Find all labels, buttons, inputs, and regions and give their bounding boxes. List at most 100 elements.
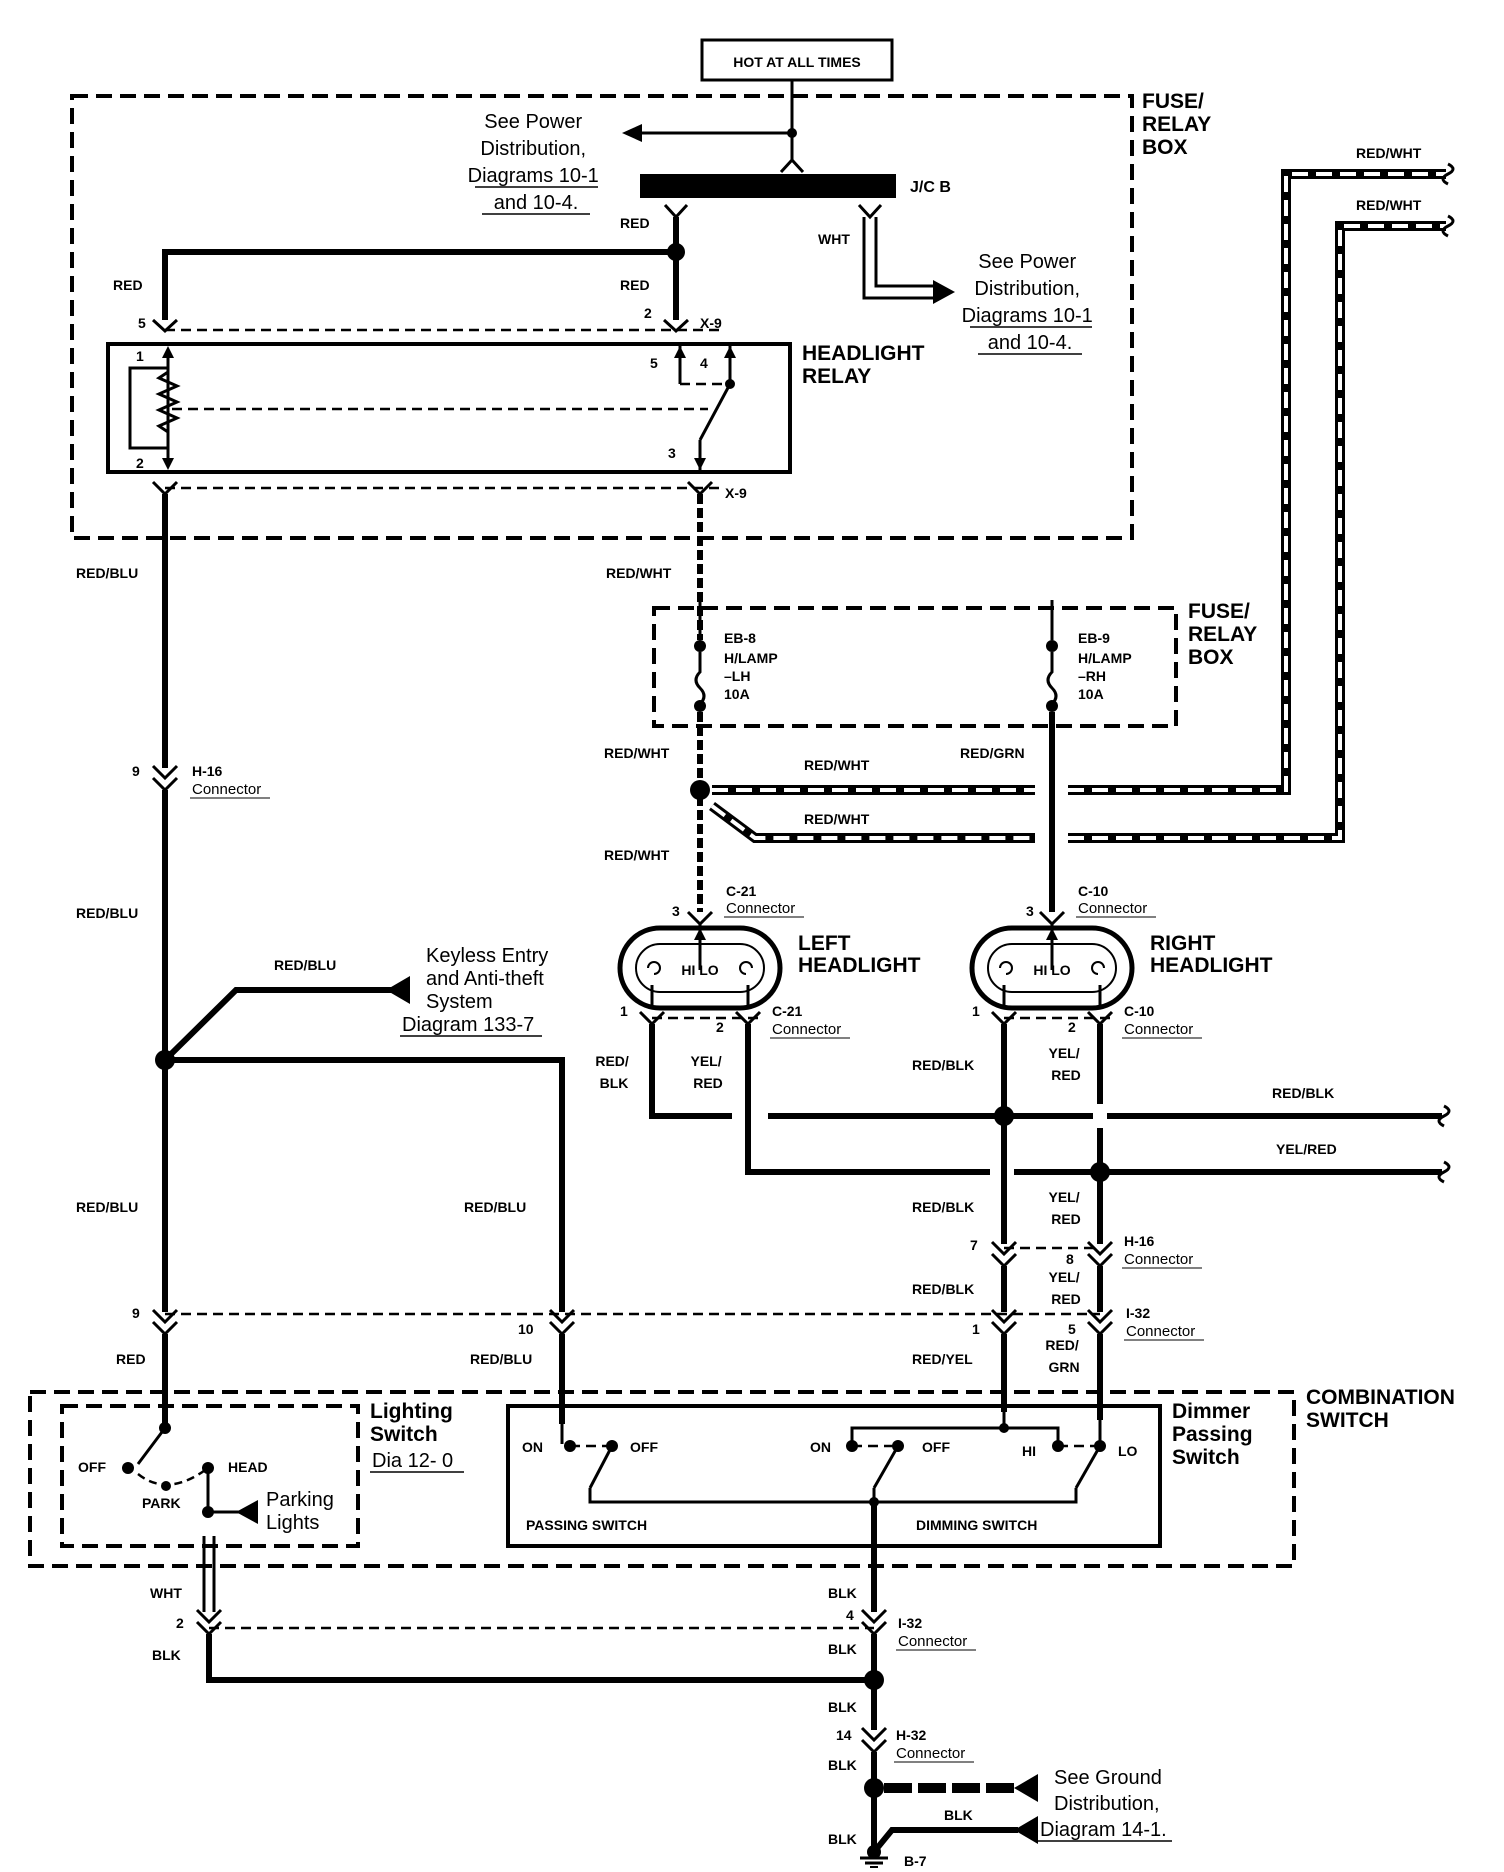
wire-break-icon xyxy=(1437,1160,1451,1184)
svg-text:4: 4 xyxy=(846,1607,854,1623)
svg-text:1: 1 xyxy=(972,1321,980,1337)
wht-double-wire xyxy=(862,217,935,300)
svg-text:3: 3 xyxy=(668,445,676,461)
blk-wire xyxy=(206,1634,874,1683)
svg-text:LO: LO xyxy=(1118,1443,1138,1459)
lighting-switch-title: Lighting Switch xyxy=(370,1400,459,1446)
svg-text:RED: RED xyxy=(116,1351,146,1367)
svg-text:BLK: BLK xyxy=(828,1585,857,1601)
svg-text:Connector: Connector xyxy=(1124,1021,1193,1038)
dimming-supply-wire xyxy=(850,1412,1060,1446)
svg-text:C-21: C-21 xyxy=(772,1003,803,1019)
svg-text:RED/WHT: RED/WHT xyxy=(1356,197,1422,213)
red-grn-label: RED/ GRN xyxy=(1045,1337,1082,1375)
svg-text:Connector: Connector xyxy=(1124,1251,1193,1268)
svg-text:RED/BLK: RED/BLK xyxy=(912,1199,974,1215)
svg-text:OFF: OFF xyxy=(922,1439,950,1455)
svg-text:H-16: H-16 xyxy=(1124,1233,1155,1249)
fuse-box-top-title: FUSE/ RELAY BOX xyxy=(1142,90,1217,159)
right-beams-label: HI LO xyxy=(1033,962,1070,978)
svg-text:H-32: H-32 xyxy=(896,1727,927,1743)
svg-text:RED/BLK: RED/BLK xyxy=(1272,1085,1334,1101)
svg-text:BLK: BLK xyxy=(828,1757,857,1773)
combination-switch-box xyxy=(28,1390,1296,1568)
arrow-left-icon xyxy=(386,976,410,1004)
svg-text:9: 9 xyxy=(132,1305,140,1321)
svg-text:1: 1 xyxy=(136,348,144,364)
fuse-relay-box-top xyxy=(70,94,1134,540)
svg-text:7: 7 xyxy=(970,1237,978,1253)
svg-text:H-16: H-16 xyxy=(192,763,223,779)
fuse-relay-box-mid xyxy=(652,606,1178,728)
arrow-left-icon xyxy=(1014,1774,1038,1802)
svg-text:1: 1 xyxy=(972,1003,980,1019)
svg-text:I-32: I-32 xyxy=(898,1615,922,1631)
yel-red-label: YEL/ RED xyxy=(1048,1045,1083,1083)
splice-dot xyxy=(1090,1162,1110,1182)
svg-text:ON: ON xyxy=(810,1439,831,1455)
splice-dot xyxy=(864,1670,884,1690)
fuse-eb8-label: EB-8 H/LAMP –LH 10A xyxy=(724,630,781,702)
svg-text:BLK: BLK xyxy=(944,1807,973,1823)
ground-label: B-7 xyxy=(904,1853,927,1869)
svg-text:3: 3 xyxy=(672,903,680,919)
svg-text:X-9: X-9 xyxy=(725,485,747,501)
svg-text:2: 2 xyxy=(716,1019,724,1035)
right-headlight-title: RIGHT HEADLIGHT xyxy=(1150,932,1273,977)
svg-text:Connector: Connector xyxy=(726,900,795,917)
svg-text:RED/WHT: RED/WHT xyxy=(606,565,672,581)
svg-text:9: 9 xyxy=(132,763,140,779)
svg-text:RED/BLU: RED/BLU xyxy=(76,1199,138,1215)
svg-text:Connector: Connector xyxy=(896,1745,965,1762)
junction-block-bar xyxy=(640,174,896,198)
svg-text:RED/BLK: RED/BLK xyxy=(912,1057,974,1073)
svg-text:ON: ON xyxy=(522,1439,543,1455)
svg-text:Connector: Connector xyxy=(898,1633,967,1650)
headlight-relay-box xyxy=(106,342,792,474)
svg-text:Connector: Connector xyxy=(192,781,261,798)
blk-ground-branch xyxy=(871,1827,1018,1854)
left-beams-label: HI LO xyxy=(681,962,718,978)
svg-text:I-32: I-32 xyxy=(1126,1305,1150,1321)
splice-dot xyxy=(994,1106,1014,1126)
svg-text:PASSING SWITCH: PASSING SWITCH xyxy=(526,1517,647,1533)
hot-label: HOT AT ALL TIMES xyxy=(733,54,861,70)
svg-text:HI: HI xyxy=(1022,1443,1036,1459)
svg-text:8: 8 xyxy=(1066,1251,1074,1267)
svg-text:DIMMING SWITCH: DIMMING SWITCH xyxy=(916,1517,1037,1533)
connector-icon xyxy=(151,764,179,793)
fuse-eb9-icon xyxy=(1046,652,1058,706)
svg-text:Connector: Connector xyxy=(1126,1323,1195,1340)
splice-dot xyxy=(690,780,710,800)
svg-text:5: 5 xyxy=(138,315,146,331)
keyless-branch-wire xyxy=(162,987,392,1063)
yel-red-wire-left xyxy=(745,1024,990,1175)
dimmer-switch-title: Dimmer Passing Switch xyxy=(1172,1400,1258,1469)
fuse-eb8-icon xyxy=(694,652,706,706)
relay-coil-icon xyxy=(128,366,170,450)
svg-text:RED/BLU: RED/BLU xyxy=(76,905,138,921)
svg-text:RED/WHT: RED/WHT xyxy=(804,811,870,827)
x9-label: X-9 xyxy=(700,315,722,331)
svg-text:BLK: BLK xyxy=(828,1641,857,1657)
svg-text:10: 10 xyxy=(518,1321,534,1337)
svg-text:RED/BLU: RED/BLU xyxy=(274,957,336,973)
connector-icon xyxy=(662,318,690,334)
svg-text:1: 1 xyxy=(620,1003,628,1019)
svg-text:RED/BLU: RED/BLU xyxy=(464,1199,526,1215)
svg-text:RED/WHT: RED/WHT xyxy=(604,745,670,761)
connector-icon xyxy=(779,157,805,174)
svg-text:3: 3 xyxy=(1026,903,1034,919)
svg-text:PARK: PARK xyxy=(142,1495,181,1511)
arrow-left-icon xyxy=(622,124,642,142)
wire-break-icon xyxy=(1441,162,1455,186)
yel-red-label: YEL/ RED xyxy=(1048,1189,1083,1227)
svg-text:2: 2 xyxy=(644,305,652,321)
arrow-right-icon xyxy=(933,280,955,304)
svg-text:YEL/RED: YEL/RED xyxy=(1276,1141,1337,1157)
svg-text:RED/BLU: RED/BLU xyxy=(470,1351,532,1367)
red-blu-passing-wire xyxy=(165,1057,565,1312)
splice-dot xyxy=(667,243,685,261)
red-blk-wire-left xyxy=(649,1024,732,1119)
